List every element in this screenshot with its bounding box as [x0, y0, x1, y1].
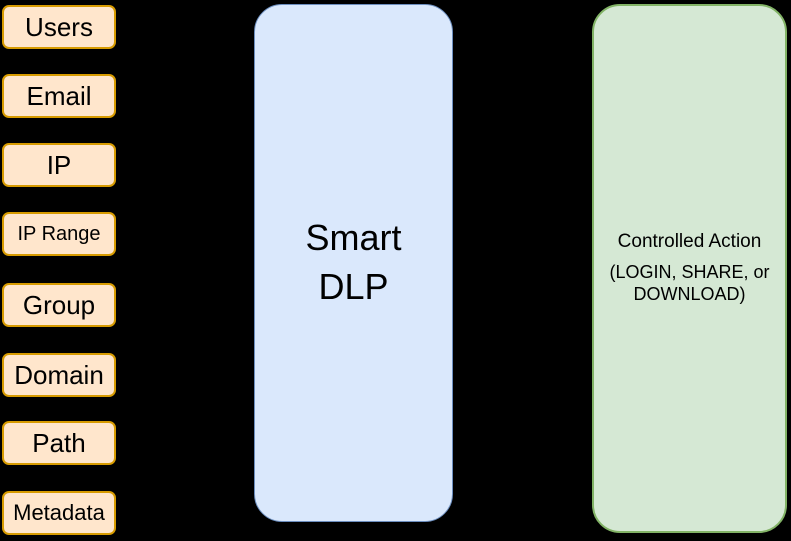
source-node-label: Domain	[14, 359, 104, 390]
source-node-label: IP	[46, 149, 72, 180]
source-node-label: Group	[22, 289, 96, 320]
action-node-subtitle: (LOGIN, SHARE, or DOWNLOAD)	[609, 261, 770, 305]
source-node-email: Email	[2, 74, 116, 118]
processor-node-smart-dlp: Smart DLP	[254, 4, 453, 522]
processor-label-line1: Smart	[305, 217, 402, 259]
source-node-metadata: Metadata	[2, 491, 116, 535]
action-node-controlled-action: Controlled Action (LOGIN, SHARE, or DOWN…	[592, 4, 787, 533]
source-node-users: Users	[2, 5, 116, 49]
processor-label-line2: DLP	[318, 266, 389, 307]
source-node-label: Email	[26, 80, 92, 111]
source-node-path: Path	[2, 421, 116, 465]
source-node-ip-range: IP Range	[2, 212, 116, 256]
source-node-label: Metadata	[13, 499, 105, 525]
source-node-label: Path	[32, 427, 86, 458]
action-node-title: Controlled Action	[617, 231, 762, 253]
source-node-domain: Domain	[2, 353, 116, 397]
source-node-group: Group	[2, 283, 116, 327]
source-node-ip: IP	[2, 143, 116, 187]
source-node-label: Users	[25, 11, 93, 42]
source-node-label: IP Range	[17, 223, 101, 245]
